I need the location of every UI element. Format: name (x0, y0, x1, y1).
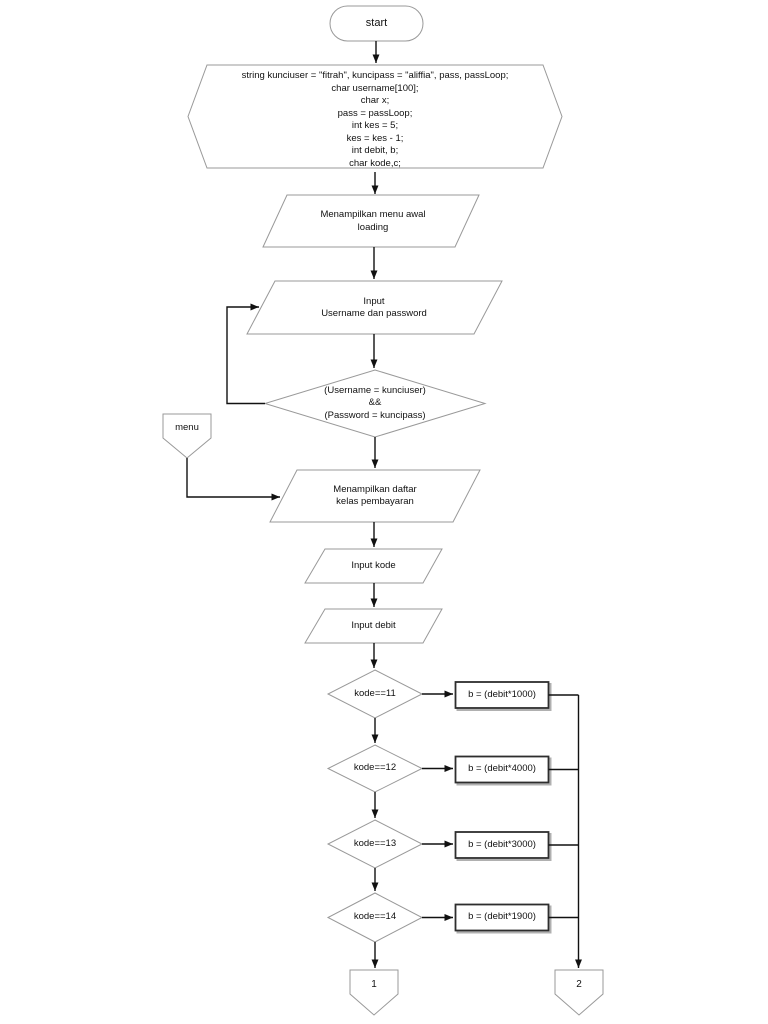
auth-check-diamond-shape (263, 369, 487, 438)
menu-offpage-connector-shape (162, 413, 212, 459)
b1000-process-shape (454, 681, 550, 709)
menu-awal-parallelogram-shape (262, 194, 480, 248)
input-user-parallelogram-shape (246, 280, 503, 335)
start-terminator-shape (329, 5, 424, 42)
arrow-menu-connector-to-daftar-kelas (186, 458, 280, 501)
b3000-process-shape (454, 831, 550, 859)
declarations-hexagon-shape (187, 64, 563, 169)
daftar-kelas-parallelogram-shape (269, 469, 481, 523)
input-debit-parallelogram-shape (304, 608, 443, 644)
arrow-auth-check-loop-to-input-user (226, 303, 265, 405)
b1900-process-shape (454, 903, 550, 932)
kode11-diamond-shape (326, 669, 424, 719)
kode13-diamond-shape (326, 819, 424, 869)
offpage2-connector-shape (554, 969, 604, 1016)
kode14-diamond-shape (326, 892, 424, 943)
kode12-diamond-shape (326, 744, 424, 793)
process-rect-shadows (456, 683, 552, 934)
b4000-process-shape (454, 755, 550, 784)
input-kode-parallelogram-shape (304, 548, 443, 584)
offpage1-connector-shape (349, 969, 399, 1016)
